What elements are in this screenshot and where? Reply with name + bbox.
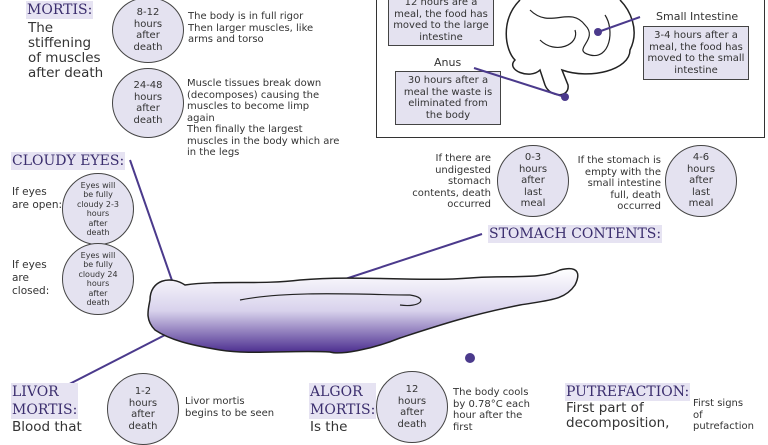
- stomach-heading: STOMACH CONTENTS:: [488, 225, 663, 243]
- stomach-time-2: 4-6 hours after last meal: [665, 145, 737, 217]
- putrefaction-heading: PUTREFACTION:: [565, 383, 691, 401]
- algor-time: 12 hours after death: [376, 371, 448, 443]
- eyes-closed-label: If eyes are closed:: [12, 259, 50, 297]
- intestine-icon: [505, 0, 635, 96]
- livor-time: 1-2 hours after death: [107, 373, 179, 445]
- rigor-desc: The stiffening of muscles after death: [28, 20, 104, 81]
- eyes-closed-circle: Eyes will be fully cloudy 24 hours after…: [62, 243, 134, 315]
- algor-desc: Is the: [310, 419, 348, 435]
- putrefaction-text: First signs of putrefaction: [693, 398, 754, 432]
- anus-box: 30 hours after a meal the waste is elimi…: [395, 71, 501, 125]
- cloudy-eyes-heading: CLOUDY EYES:: [11, 152, 126, 170]
- rigor-text-2: Muscle tissues break down (decomposes) c…: [187, 78, 340, 158]
- livor-text: Livor mortis begins to be seen: [185, 396, 275, 419]
- rigor-heading: MORTIS:: [26, 1, 94, 19]
- putrefaction-desc: First part of decomposition,: [566, 400, 670, 431]
- small-intestine-label: Small Intestine: [656, 10, 739, 23]
- stomach-cond-1: If there are undigested stomach contents…: [412, 153, 491, 210]
- eyes-open-circle: Eyes will be fully cloudy 2-3 hours afte…: [62, 173, 134, 245]
- stomach-time-1: 0-3 hours after last meal: [497, 145, 569, 217]
- algor-heading: ALGOR MORTIS:: [309, 383, 377, 419]
- algor-text: The body cools by 0.78°C each hour after…: [453, 387, 530, 433]
- anus-label: Anus: [434, 56, 462, 69]
- stomach-cond-2: If the stomach is empty with the small i…: [577, 155, 661, 212]
- rigor-text-1: The body is in full rigor Then larger mu…: [188, 11, 314, 45]
- livor-desc: Blood that: [12, 419, 82, 435]
- rigor-time-2: 24-48 hours after death: [112, 68, 184, 138]
- large-intestine-box: 12 hours are a meal, the food has moved …: [388, 0, 494, 46]
- eyes-open-label: If eyes are open:: [12, 186, 63, 211]
- small-intestine-box: 3-4 hours after a meal, the food has mov…: [643, 26, 749, 80]
- rigor-time-1: 8-12 hours after death: [112, 0, 184, 63]
- body-figure: [147, 268, 579, 363]
- livor-heading: LIVOR MORTIS:: [11, 383, 79, 419]
